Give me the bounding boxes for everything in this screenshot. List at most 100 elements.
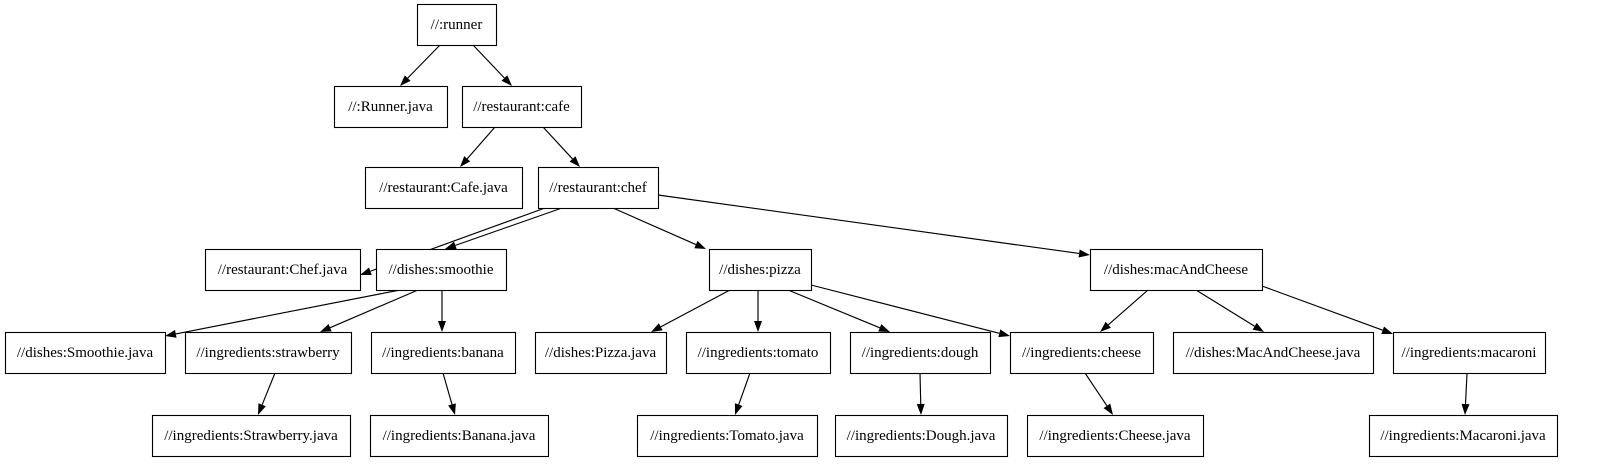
node-restaurant_cafejava[interactable]: //restaurant:Cafe.java <box>364 166 524 210</box>
edge-line <box>657 194 1080 255</box>
node-box[interactable] <box>1026 414 1205 458</box>
arrowhead-icon <box>754 321 762 332</box>
node-ing_tomato[interactable]: //ingredients:tomato <box>685 331 832 375</box>
node-label: //dishes:smoothie <box>389 262 494 278</box>
node-label: //ingredients:banana <box>382 345 504 361</box>
edge-dishes_pizza-to-ing_cheese <box>810 284 1010 338</box>
edge-line <box>466 126 496 160</box>
arrowhead-icon <box>1078 249 1090 258</box>
node-runner_java[interactable]: //:Runner.java <box>333 85 449 129</box>
edge-line <box>738 372 751 405</box>
node-box[interactable] <box>4 331 167 375</box>
node-ing_tomatojava[interactable]: //ingredients:Tomato.java <box>636 414 819 458</box>
edge-line <box>1261 285 1383 331</box>
node-box[interactable] <box>685 331 832 375</box>
arrowhead-icon <box>734 403 743 415</box>
node-label: //restaurant:cafe <box>473 99 570 115</box>
node-ing_bananajava[interactable]: //ingredients:Banana.java <box>369 414 550 458</box>
node-restaurant_cafe[interactable]: //restaurant:cafe <box>461 85 583 129</box>
edge-ing_strawberry-to-ing_strawberryjava <box>258 372 276 415</box>
node-ing_cheese[interactable]: //ingredients:cheese <box>1009 331 1155 375</box>
node-box[interactable] <box>151 414 352 458</box>
node-label: //dishes:pizza <box>719 262 801 278</box>
node-box[interactable] <box>1368 414 1559 458</box>
node-label: //ingredients:Cheese.java <box>1039 428 1191 444</box>
edge-restaurant_cafe-to-restaurant_cafejava <box>460 126 496 167</box>
node-box[interactable] <box>375 248 508 292</box>
node-dishes_macandcheese[interactable]: //dishes:macAndCheese <box>1089 248 1264 292</box>
node-label: //:runner <box>431 17 483 33</box>
arrowhead-icon <box>501 75 512 86</box>
edge-dishes_smoothie-to-ing_banana <box>438 290 446 332</box>
node-box[interactable] <box>1392 331 1547 375</box>
edge-ing_banana-to-ing_bananajava <box>442 372 456 415</box>
node-ing_macaroni[interactable]: //ingredients:macaroni <box>1392 331 1547 375</box>
node-restaurant_chefjava[interactable]: //restaurant:Chef.java <box>204 248 362 292</box>
node-label: //dishes:Smoothie.java <box>17 345 154 361</box>
node-dishes_pizzajava[interactable]: //dishes:Pizza.java <box>534 331 668 375</box>
node-label: //ingredients:dough <box>862 345 979 361</box>
node-ing_banana[interactable]: //ingredients:banana <box>370 331 517 375</box>
node-box[interactable] <box>1089 248 1264 292</box>
node-dishes_pizza[interactable]: //dishes:pizza <box>708 248 813 292</box>
node-box[interactable] <box>1009 331 1155 375</box>
arrowhead-icon <box>1103 403 1113 415</box>
node-box[interactable] <box>849 331 992 375</box>
node-label: //restaurant:Cafe.java <box>379 180 508 196</box>
node-box[interactable] <box>369 414 550 458</box>
edge-line <box>612 207 697 246</box>
node-ing_dough[interactable]: //ingredients:dough <box>849 331 992 375</box>
node-box[interactable] <box>1172 331 1375 375</box>
edge-dishes_pizza-to-ing_dough <box>787 289 890 332</box>
node-dishes_smoothiejava[interactable]: //dishes:Smoothie.java <box>4 331 167 375</box>
node-box[interactable] <box>834 414 1009 458</box>
node-box[interactable] <box>364 166 524 210</box>
node-box[interactable] <box>370 331 517 375</box>
node-runner[interactable]: //:runner <box>416 3 498 47</box>
arrowhead-icon <box>651 323 663 332</box>
arrowhead-icon <box>165 329 177 338</box>
node-ing_macaronijava[interactable]: //ingredients:Macaroni.java <box>1368 414 1559 458</box>
arrowhead-icon <box>448 403 456 415</box>
node-dishes_macjava[interactable]: //dishes:MacAndCheese.java <box>1172 331 1375 375</box>
node-box[interactable] <box>636 414 819 458</box>
edge-dishes_smoothie-to-ing_strawberry <box>320 289 419 332</box>
edge-line <box>787 289 881 329</box>
node-ing_strawberry[interactable]: //ingredients:strawberry <box>184 331 353 375</box>
edge-line <box>175 289 401 335</box>
node-ing_doughjava[interactable]: //ingredients:Dough.java <box>834 414 1009 458</box>
edge-dishes_smoothie-to-dishes_smoothiejava <box>165 289 401 338</box>
arrowhead-icon <box>1252 322 1264 332</box>
edge-ing_tomato-to-ing_tomatojava <box>734 372 751 415</box>
node-dishes_smoothie[interactable]: //dishes:smoothie <box>375 248 508 292</box>
node-label: //:Runner.java <box>348 99 433 115</box>
edge-restaurant_chef-to-dishes_pizza <box>612 207 706 249</box>
arrowhead-icon <box>998 329 1010 338</box>
arrowhead-icon <box>694 240 706 249</box>
node-label: //ingredients:Macaroni.java <box>1380 428 1546 444</box>
node-box[interactable] <box>708 248 813 292</box>
edges-layer <box>165 44 1470 415</box>
node-box[interactable] <box>416 3 498 47</box>
arrowhead-icon <box>360 267 372 276</box>
edge-line <box>261 372 276 406</box>
nodes-layer: //:runner //:Runner.java //restaurant:cafe… <box>4 3 1559 458</box>
node-box[interactable] <box>184 331 353 375</box>
node-box[interactable] <box>204 248 362 292</box>
node-box[interactable] <box>537 166 660 210</box>
edge-dishes_macandcheese-to-dishes_macjava <box>1195 289 1264 332</box>
node-box[interactable] <box>333 85 449 129</box>
edge-line <box>810 284 1000 334</box>
edge-restaurant_chef-to-dishes_macandcheese <box>657 194 1090 258</box>
node-box[interactable] <box>534 331 668 375</box>
node-box[interactable] <box>461 85 583 129</box>
node-label: //ingredients:cheese <box>1022 345 1141 361</box>
node-ing_cheesejava[interactable]: //ingredients:Cheese.java <box>1026 414 1205 458</box>
node-ing_strawberryjava[interactable]: //ingredients:Strawberry.java <box>151 414 352 458</box>
node-label: //dishes:MacAndCheese.java <box>1186 345 1361 361</box>
edge-runner-to-restaurant_cafe <box>472 44 512 86</box>
edge-line <box>1084 372 1108 407</box>
node-restaurant_chef[interactable]: //restaurant:chef <box>537 166 660 210</box>
edge-dishes_pizza-to-dishes_pizzajava <box>651 289 731 332</box>
